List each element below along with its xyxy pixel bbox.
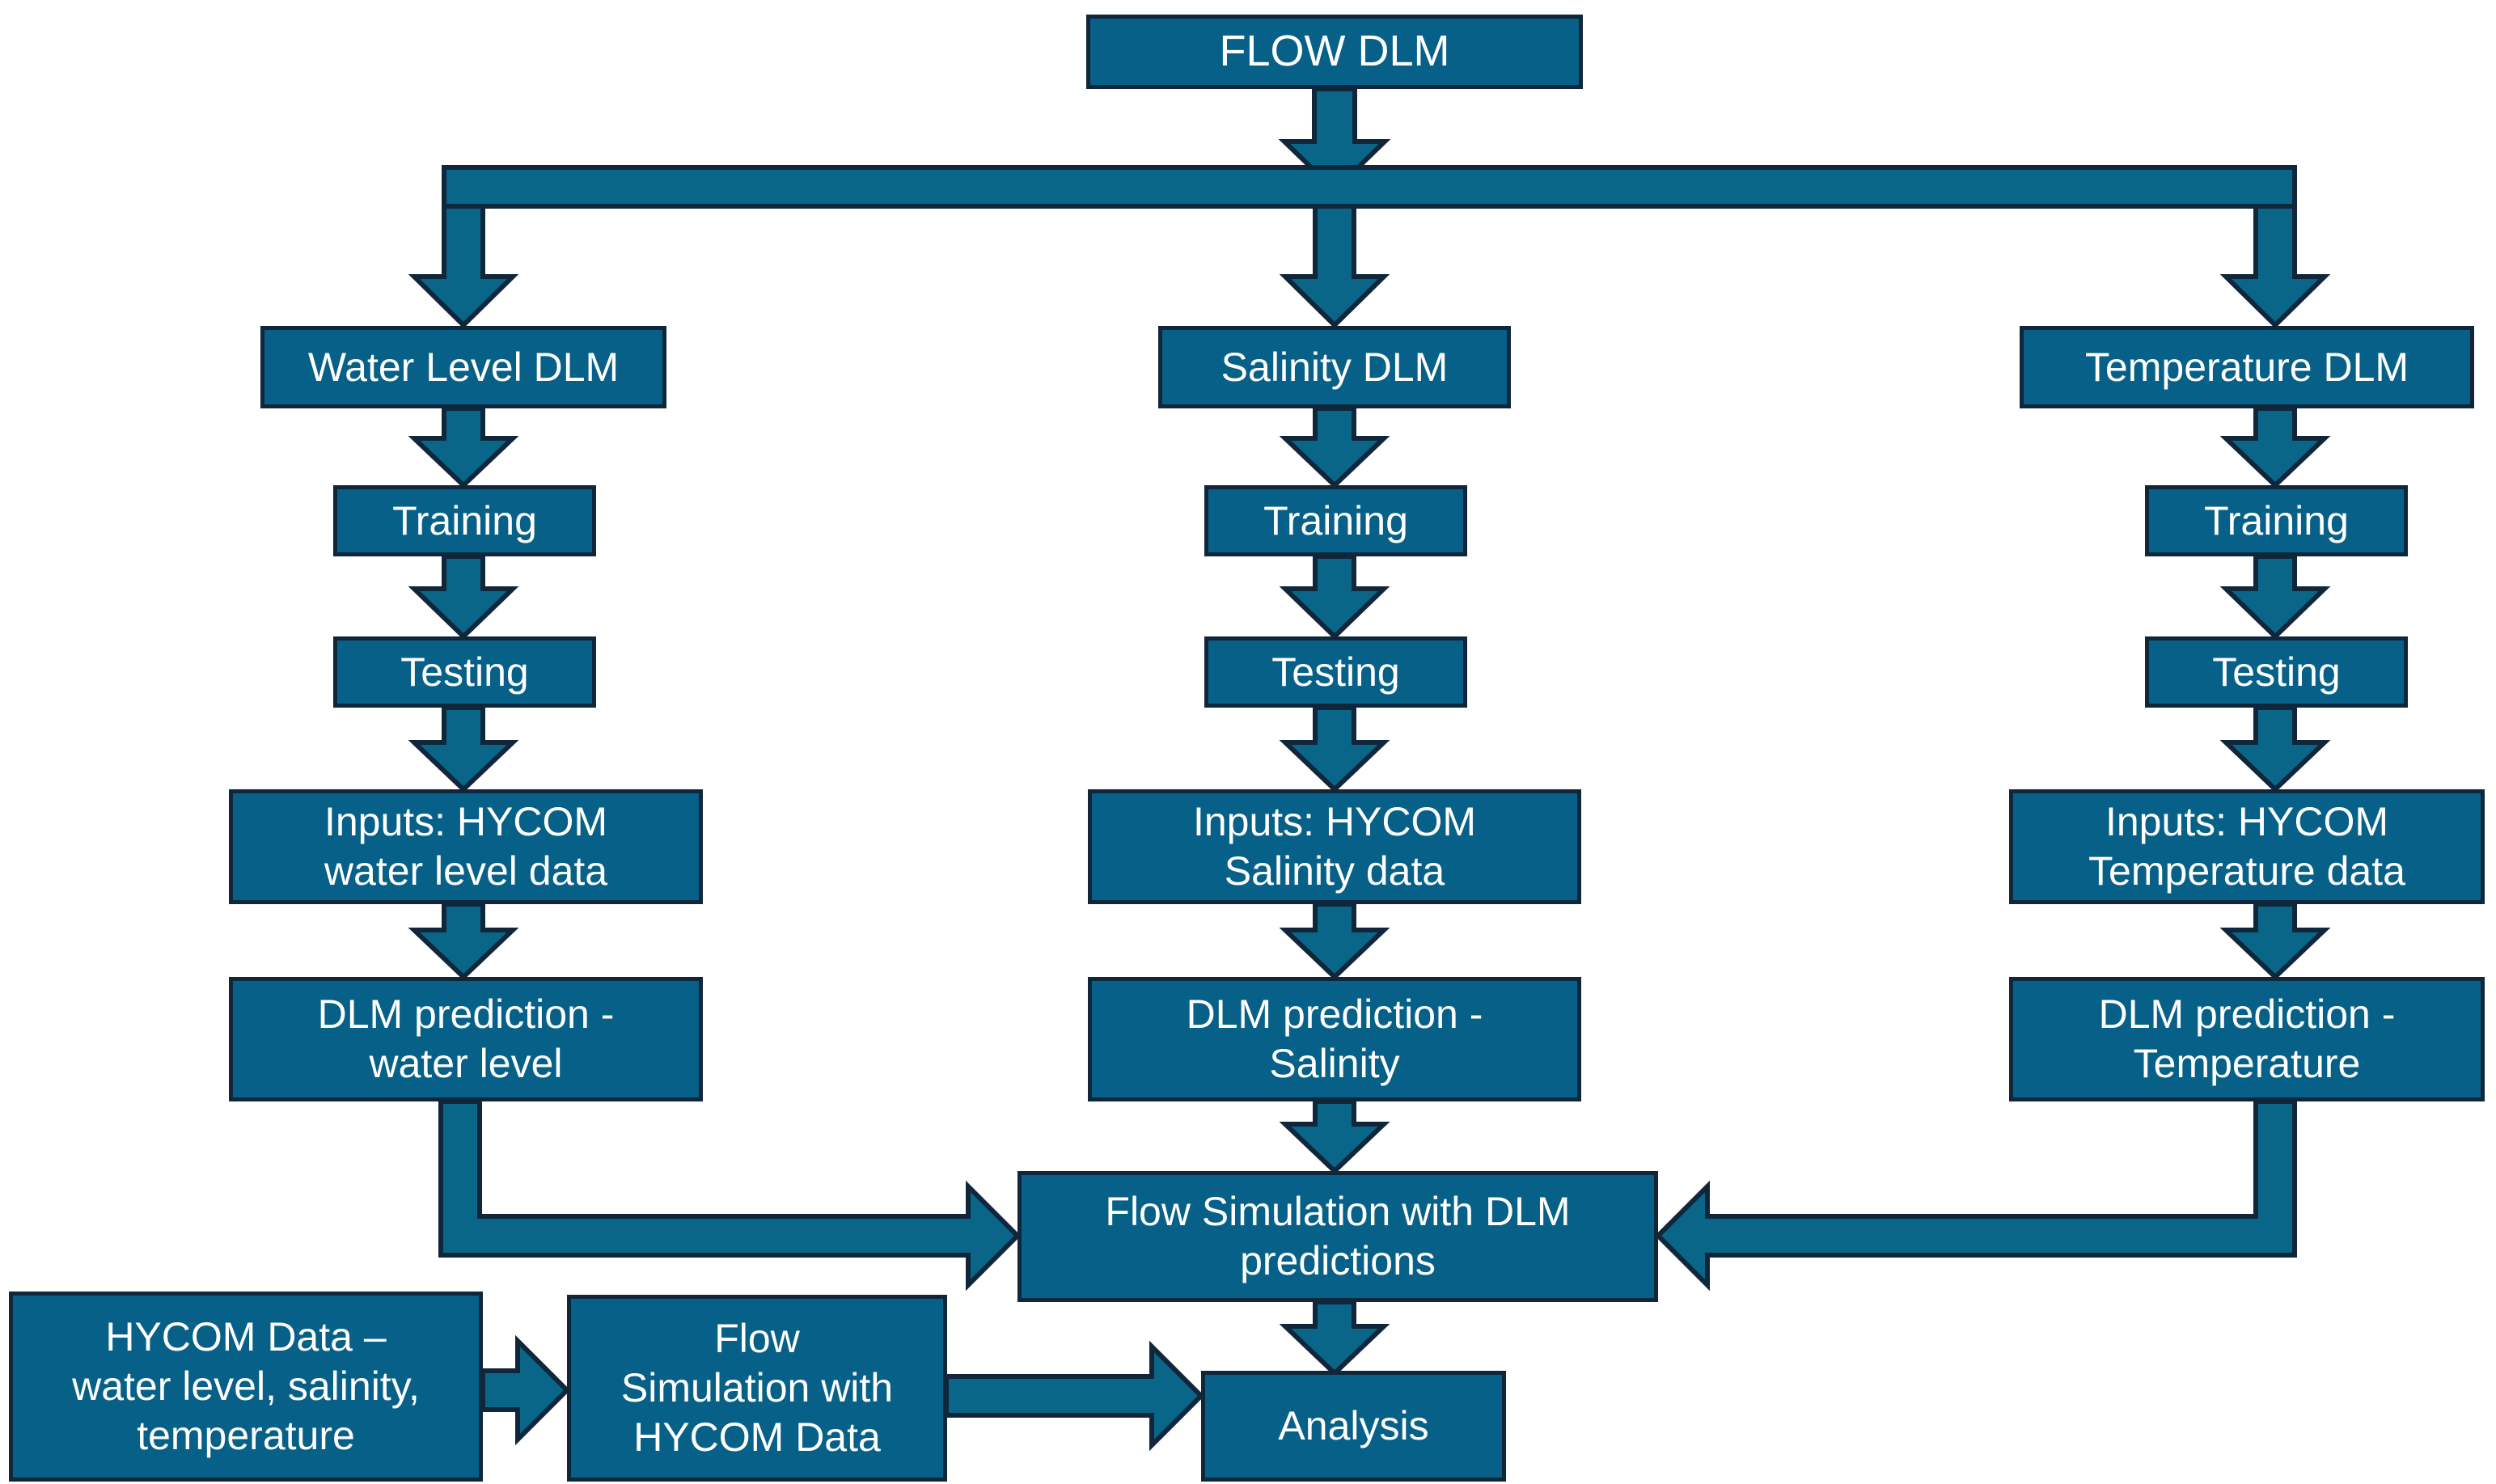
node-water-level-training[interactable]: Training <box>333 485 596 556</box>
arrow-inputs-to-prediction-left <box>408 902 519 981</box>
arrow-bar-to-salinity <box>1279 204 1390 329</box>
node-salinity-training[interactable]: Training <box>1204 485 1467 556</box>
node-flow-dlm-label: FLOW DLM <box>1219 27 1450 76</box>
node-salinity-testing[interactable]: Testing <box>1204 636 1467 708</box>
node-temperature-testing-label: Testing <box>2212 649 2341 695</box>
node-water-level-prediction[interactable]: DLM prediction - water level <box>229 977 703 1101</box>
distribution-bar <box>442 165 2297 209</box>
node-analysis[interactable]: Analysis <box>1201 1371 1506 1482</box>
node-salinity-testing-label: Testing <box>1271 649 1400 695</box>
node-water-level-training-label: Training <box>392 497 537 543</box>
node-analysis-label: Analysis <box>1278 1403 1429 1448</box>
node-salinity-prediction[interactable]: DLM prediction - Salinity <box>1088 977 1581 1101</box>
arrow-flowsimhycom-to-analysis <box>944 1340 1205 1452</box>
node-salinity-dlm-label: Salinity DLM <box>1221 344 1449 390</box>
node-temperature-training[interactable]: Training <box>2145 485 2408 556</box>
node-temperature-training-label: Training <box>2204 497 2349 543</box>
node-water-level-dlm[interactable]: Water Level DLM <box>260 326 666 408</box>
node-salinity-inputs[interactable]: Inputs: HYCOM Salinity data <box>1088 789 1581 904</box>
arrow-inputs-to-prediction-mid <box>1279 902 1390 981</box>
node-flow-dlm[interactable]: FLOW DLM <box>1086 15 1583 89</box>
arrow-bar-to-water-level <box>408 204 519 329</box>
node-flow-simulation-hycom[interactable]: Flow Simulation with HYCOM Data <box>567 1295 947 1482</box>
node-flow-simulation-dlm-label: Flow Simulation with DLM predictions <box>1105 1189 1571 1283</box>
arrow-salinity-to-training <box>1279 406 1390 489</box>
node-water-level-testing[interactable]: Testing <box>333 636 596 708</box>
node-temperature-dlm[interactable]: Temperature DLM <box>2020 326 2474 408</box>
node-hycom-data[interactable]: HYCOM Data – water level, salinity, temp… <box>9 1292 483 1482</box>
arrow-testing-to-inputs-mid <box>1279 705 1390 793</box>
arrow-temperature-to-training <box>2219 406 2331 489</box>
arrow-right-elbow-to-flowsim <box>1654 1099 2297 1292</box>
node-water-level-prediction-label: DLM prediction - water level <box>317 991 615 1086</box>
arrow-left-elbow-to-flowsim <box>438 1099 1022 1292</box>
node-salinity-inputs-label: Inputs: HYCOM Salinity data <box>1192 799 1477 894</box>
arrow-bar-to-temperature <box>2219 204 2331 329</box>
node-flow-simulation-hycom-label: Flow Simulation with HYCOM Data <box>620 1316 894 1460</box>
node-temperature-dlm-label: Temperature DLM <box>2084 344 2409 390</box>
arrow-hycomdata-to-flowsimhycom <box>480 1334 571 1446</box>
node-temperature-prediction-label: DLM prediction - Temperature <box>2098 991 2396 1086</box>
arrow-testing-to-inputs-right <box>2219 705 2331 793</box>
node-salinity-dlm[interactable]: Salinity DLM <box>1158 326 1511 408</box>
node-temperature-inputs-label: Inputs: HYCOM Temperature data <box>2088 799 2405 894</box>
node-salinity-training-label: Training <box>1263 497 1408 543</box>
arrow-flowsim-to-analysis <box>1279 1300 1390 1377</box>
node-temperature-testing[interactable]: Testing <box>2145 636 2408 708</box>
arrow-testing-to-inputs-left <box>408 705 519 793</box>
node-salinity-prediction-label: DLM prediction - Salinity <box>1186 991 1483 1086</box>
node-water-level-inputs[interactable]: Inputs: HYCOM water level data <box>229 789 703 904</box>
arrow-prediction-to-flowsim-mid <box>1279 1099 1390 1175</box>
arrow-training-to-testing-left <box>408 554 519 641</box>
node-hycom-data-label: HYCOM Data – water level, salinity, temp… <box>72 1314 420 1458</box>
arrow-waterlevel-to-training <box>408 406 519 489</box>
node-water-level-inputs-label: Inputs: HYCOM water level data <box>324 799 608 894</box>
arrow-training-to-testing-mid <box>1279 554 1390 641</box>
node-flow-simulation-dlm[interactable]: Flow Simulation with DLM predictions <box>1017 1171 1658 1302</box>
node-water-level-testing-label: Testing <box>400 649 529 695</box>
node-water-level-dlm-label: Water Level DLM <box>307 344 620 390</box>
arrow-inputs-to-prediction-right <box>2219 902 2331 981</box>
node-temperature-inputs[interactable]: Inputs: HYCOM Temperature data <box>2009 789 2485 904</box>
arrow-training-to-testing-right <box>2219 554 2331 641</box>
node-temperature-prediction[interactable]: DLM prediction - Temperature <box>2009 977 2485 1101</box>
